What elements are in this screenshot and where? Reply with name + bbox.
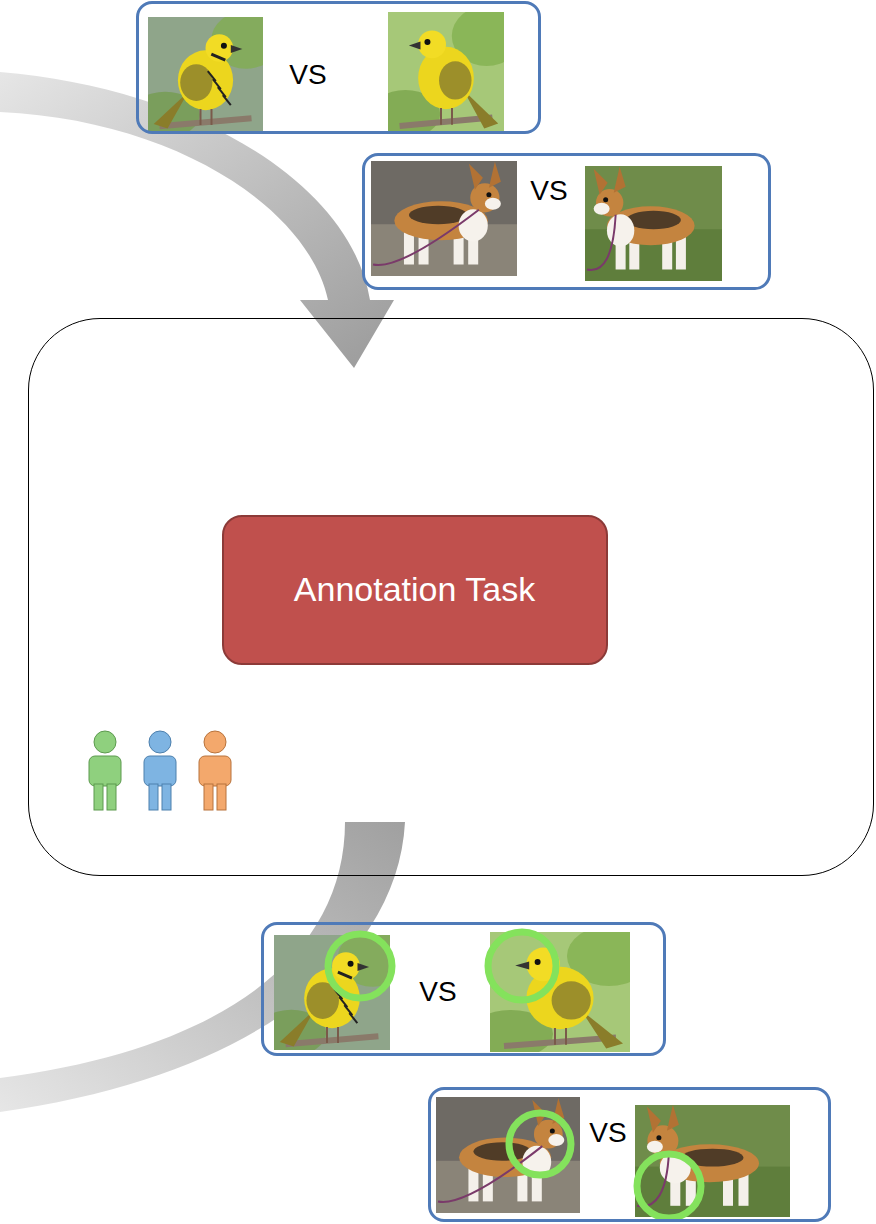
highlight-circle <box>328 934 392 998</box>
image-pair-box: VS <box>261 922 666 1056</box>
person-icon <box>144 731 176 810</box>
flow-arrow-in <box>0 72 394 368</box>
highlight-circle <box>509 1113 571 1175</box>
annotation-region: Annotation Task <box>28 318 874 876</box>
vs-label: VS <box>530 176 567 207</box>
box-label: Annotation Task <box>294 569 535 610</box>
photo <box>635 1105 790 1217</box>
flow-arrow-out <box>0 822 405 1112</box>
photo <box>388 12 504 132</box>
photo <box>148 17 263 132</box>
photo <box>585 166 722 281</box>
photos <box>131 6 790 1217</box>
person-icon <box>199 731 231 810</box>
vs-label: VS <box>419 977 456 1008</box>
annotators <box>89 731 231 810</box>
image-pair-box: VS <box>136 1 541 134</box>
photo <box>436 1097 580 1213</box>
person-icon <box>89 731 121 810</box>
photo <box>371 161 517 276</box>
highlight-circle <box>637 1154 701 1218</box>
photo <box>490 932 630 1052</box>
image-pair-box: VS <box>428 1087 831 1222</box>
vs-label: VS <box>289 60 326 91</box>
highlight-circles <box>328 932 701 1218</box>
process-box: Annotation Task <box>222 515 608 665</box>
highlight-circle <box>488 932 556 1000</box>
image-pair-box: VS <box>362 153 771 290</box>
vs-label: VS <box>589 1118 626 1149</box>
photo <box>274 935 390 1050</box>
